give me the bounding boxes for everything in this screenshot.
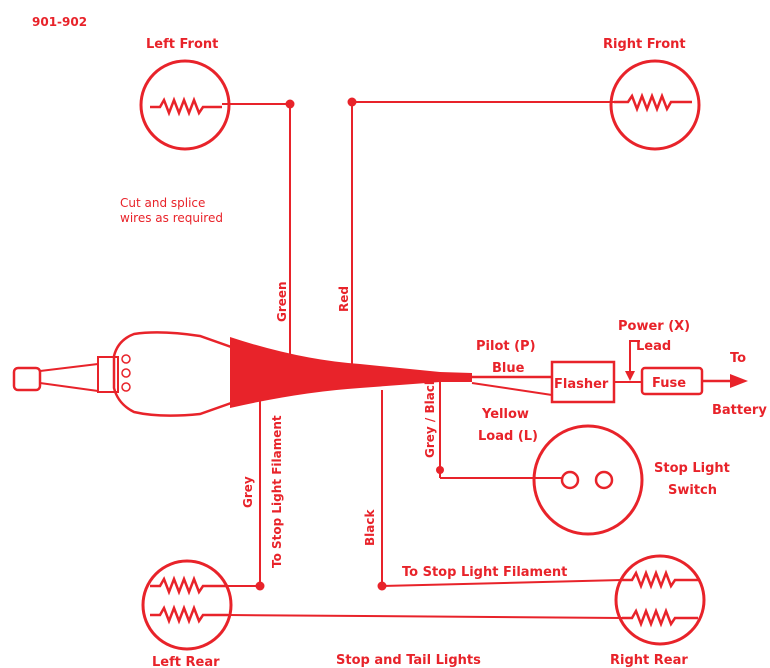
fuse-unit: Fuse (640, 366, 704, 396)
power-lead (614, 340, 642, 383)
right-rear-splice-dot (377, 581, 387, 591)
left-rear-lamp (141, 559, 233, 651)
grey-black-splice-dot (436, 466, 444, 474)
left-rear-label: Left Rear (152, 655, 220, 668)
cut-splice-note-line1: Cut and splice (120, 196, 205, 210)
grey-black-label: Grey / Black (423, 376, 437, 458)
battery-arrow (702, 374, 748, 388)
left-front-label: Left Front (146, 37, 218, 52)
black-wire-label: Black (363, 509, 377, 546)
stop-light-switch-label-line1: Stop Light (654, 461, 730, 476)
left-rear-splice-dot (255, 581, 265, 591)
right-front-lamp (609, 59, 701, 151)
to-label: To (730, 351, 746, 366)
rear-wires (227, 390, 623, 619)
cut-splice-note-line2: wires as required (120, 211, 223, 225)
to-stop-light-filament-vertical-label: To Stop Light Filament (270, 415, 284, 568)
flasher-label: Flasher (554, 377, 609, 392)
pilot-load-wires (470, 375, 553, 396)
wire-harness (230, 337, 472, 408)
grey-black-wire (439, 372, 563, 479)
right-rear-lamp (614, 554, 706, 646)
grey-wire-label: Grey (241, 476, 255, 508)
fuse-label: Fuse (652, 376, 686, 391)
power-label: Power (X) (618, 319, 690, 334)
right-rear-label: Right Rear (610, 653, 688, 668)
stop-tail-lights-label: Stop and Tail Lights (336, 653, 481, 668)
right-front-label: Right Front (603, 37, 686, 52)
pilot-label: Pilot (P) (476, 339, 536, 354)
flasher-unit: Flasher (550, 360, 616, 404)
battery-label: Battery (712, 403, 767, 418)
lead-label: Lead (636, 339, 671, 354)
left-front-lamp (139, 59, 231, 151)
load-label: Load (L) (478, 429, 538, 444)
to-stop-light-filament-label: To Stop Light Filament (402, 565, 567, 580)
front-wires (222, 97, 614, 364)
blue-label: Blue (492, 361, 525, 376)
stop-light-switch (532, 424, 644, 536)
turn-signal-switch (12, 331, 236, 417)
green-wire-label: Green (275, 281, 289, 322)
red-wire-label: Red (337, 286, 351, 312)
stop-light-switch-label-line2: Switch (668, 483, 717, 498)
page-code: 901-902 (32, 15, 87, 29)
yellow-label: Yellow (481, 407, 529, 422)
